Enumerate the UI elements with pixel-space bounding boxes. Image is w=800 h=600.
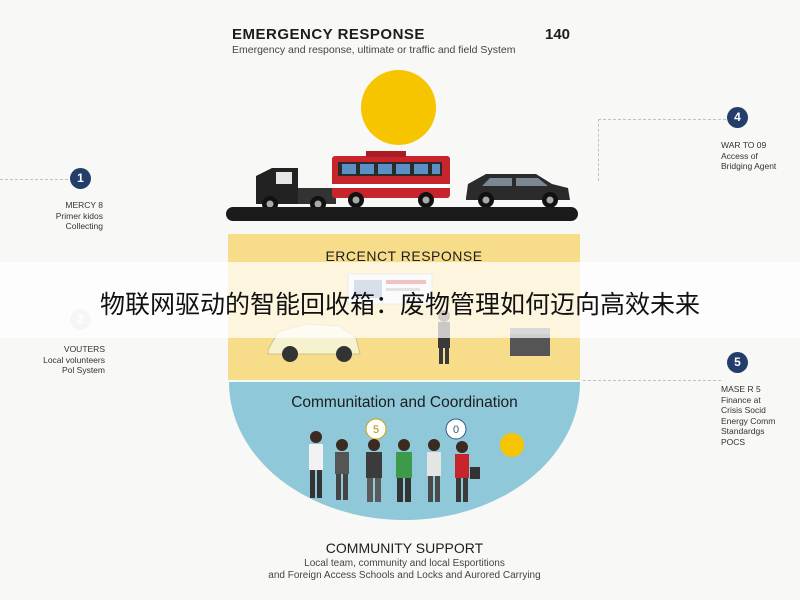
person-icon <box>455 441 480 502</box>
people-illustration: 5 0 <box>309 418 524 502</box>
person-icon <box>335 439 349 500</box>
connector-line <box>598 119 726 120</box>
person-icon <box>427 439 441 502</box>
person-icon <box>309 431 323 498</box>
sun-icon <box>500 433 524 457</box>
connector-line <box>583 380 721 381</box>
banner-title: 物联网驱动的智能回收箱：废物管理如何迈向高效未来 <box>99 290 700 319</box>
truck-icon <box>256 168 336 212</box>
speech-bubble-icon: 0 <box>445 418 467 440</box>
diagram-number: 140 <box>545 26 571 43</box>
community-support-line-2: and Foreign Access Schools and Locks and… <box>268 570 541 581</box>
speech-bubble-2: 0 <box>453 424 459 436</box>
road <box>226 207 578 221</box>
step-marker-4: 4 <box>727 107 748 128</box>
step-label-1: MERCY 8 Primer kidos Collecting <box>55 200 103 231</box>
connector-line <box>0 179 68 180</box>
speech-bubble-1: 5 <box>373 424 379 436</box>
diagram-title: EMERGENCY RESPONSE <box>232 26 425 43</box>
connector-line <box>598 119 599 181</box>
bus-icon <box>332 151 450 208</box>
car-icon <box>466 174 570 208</box>
section-title-emergency: ERCENCT RESPONSE <box>325 248 483 264</box>
speech-bubble-icon: 5 <box>365 418 387 440</box>
title-banner <box>0 262 800 338</box>
step-label-2: VOUTERS Local volunteers Pol System <box>43 344 105 375</box>
person-icon <box>366 439 382 502</box>
step-label-5: MASE R 5 Finance at Crisis Socid Energy … <box>721 384 776 447</box>
section-title-communication: Communitation and Coordination <box>291 394 518 411</box>
vehicles-illustration <box>256 151 570 212</box>
diagram-subtitle: Emergency and response, ultimate or traf… <box>232 44 516 56</box>
sun-icon <box>361 70 436 145</box>
step-label-4: WAR TO 09 Access of Bridging Agent <box>721 140 777 171</box>
step-marker-1: 1 <box>70 168 91 189</box>
person-icon <box>396 439 412 502</box>
community-support-title: COMMUNITY SUPPORT <box>325 540 484 556</box>
community-support-line-1: Local team, community and local Esportit… <box>304 558 505 569</box>
step-marker-5: 5 <box>727 352 748 373</box>
